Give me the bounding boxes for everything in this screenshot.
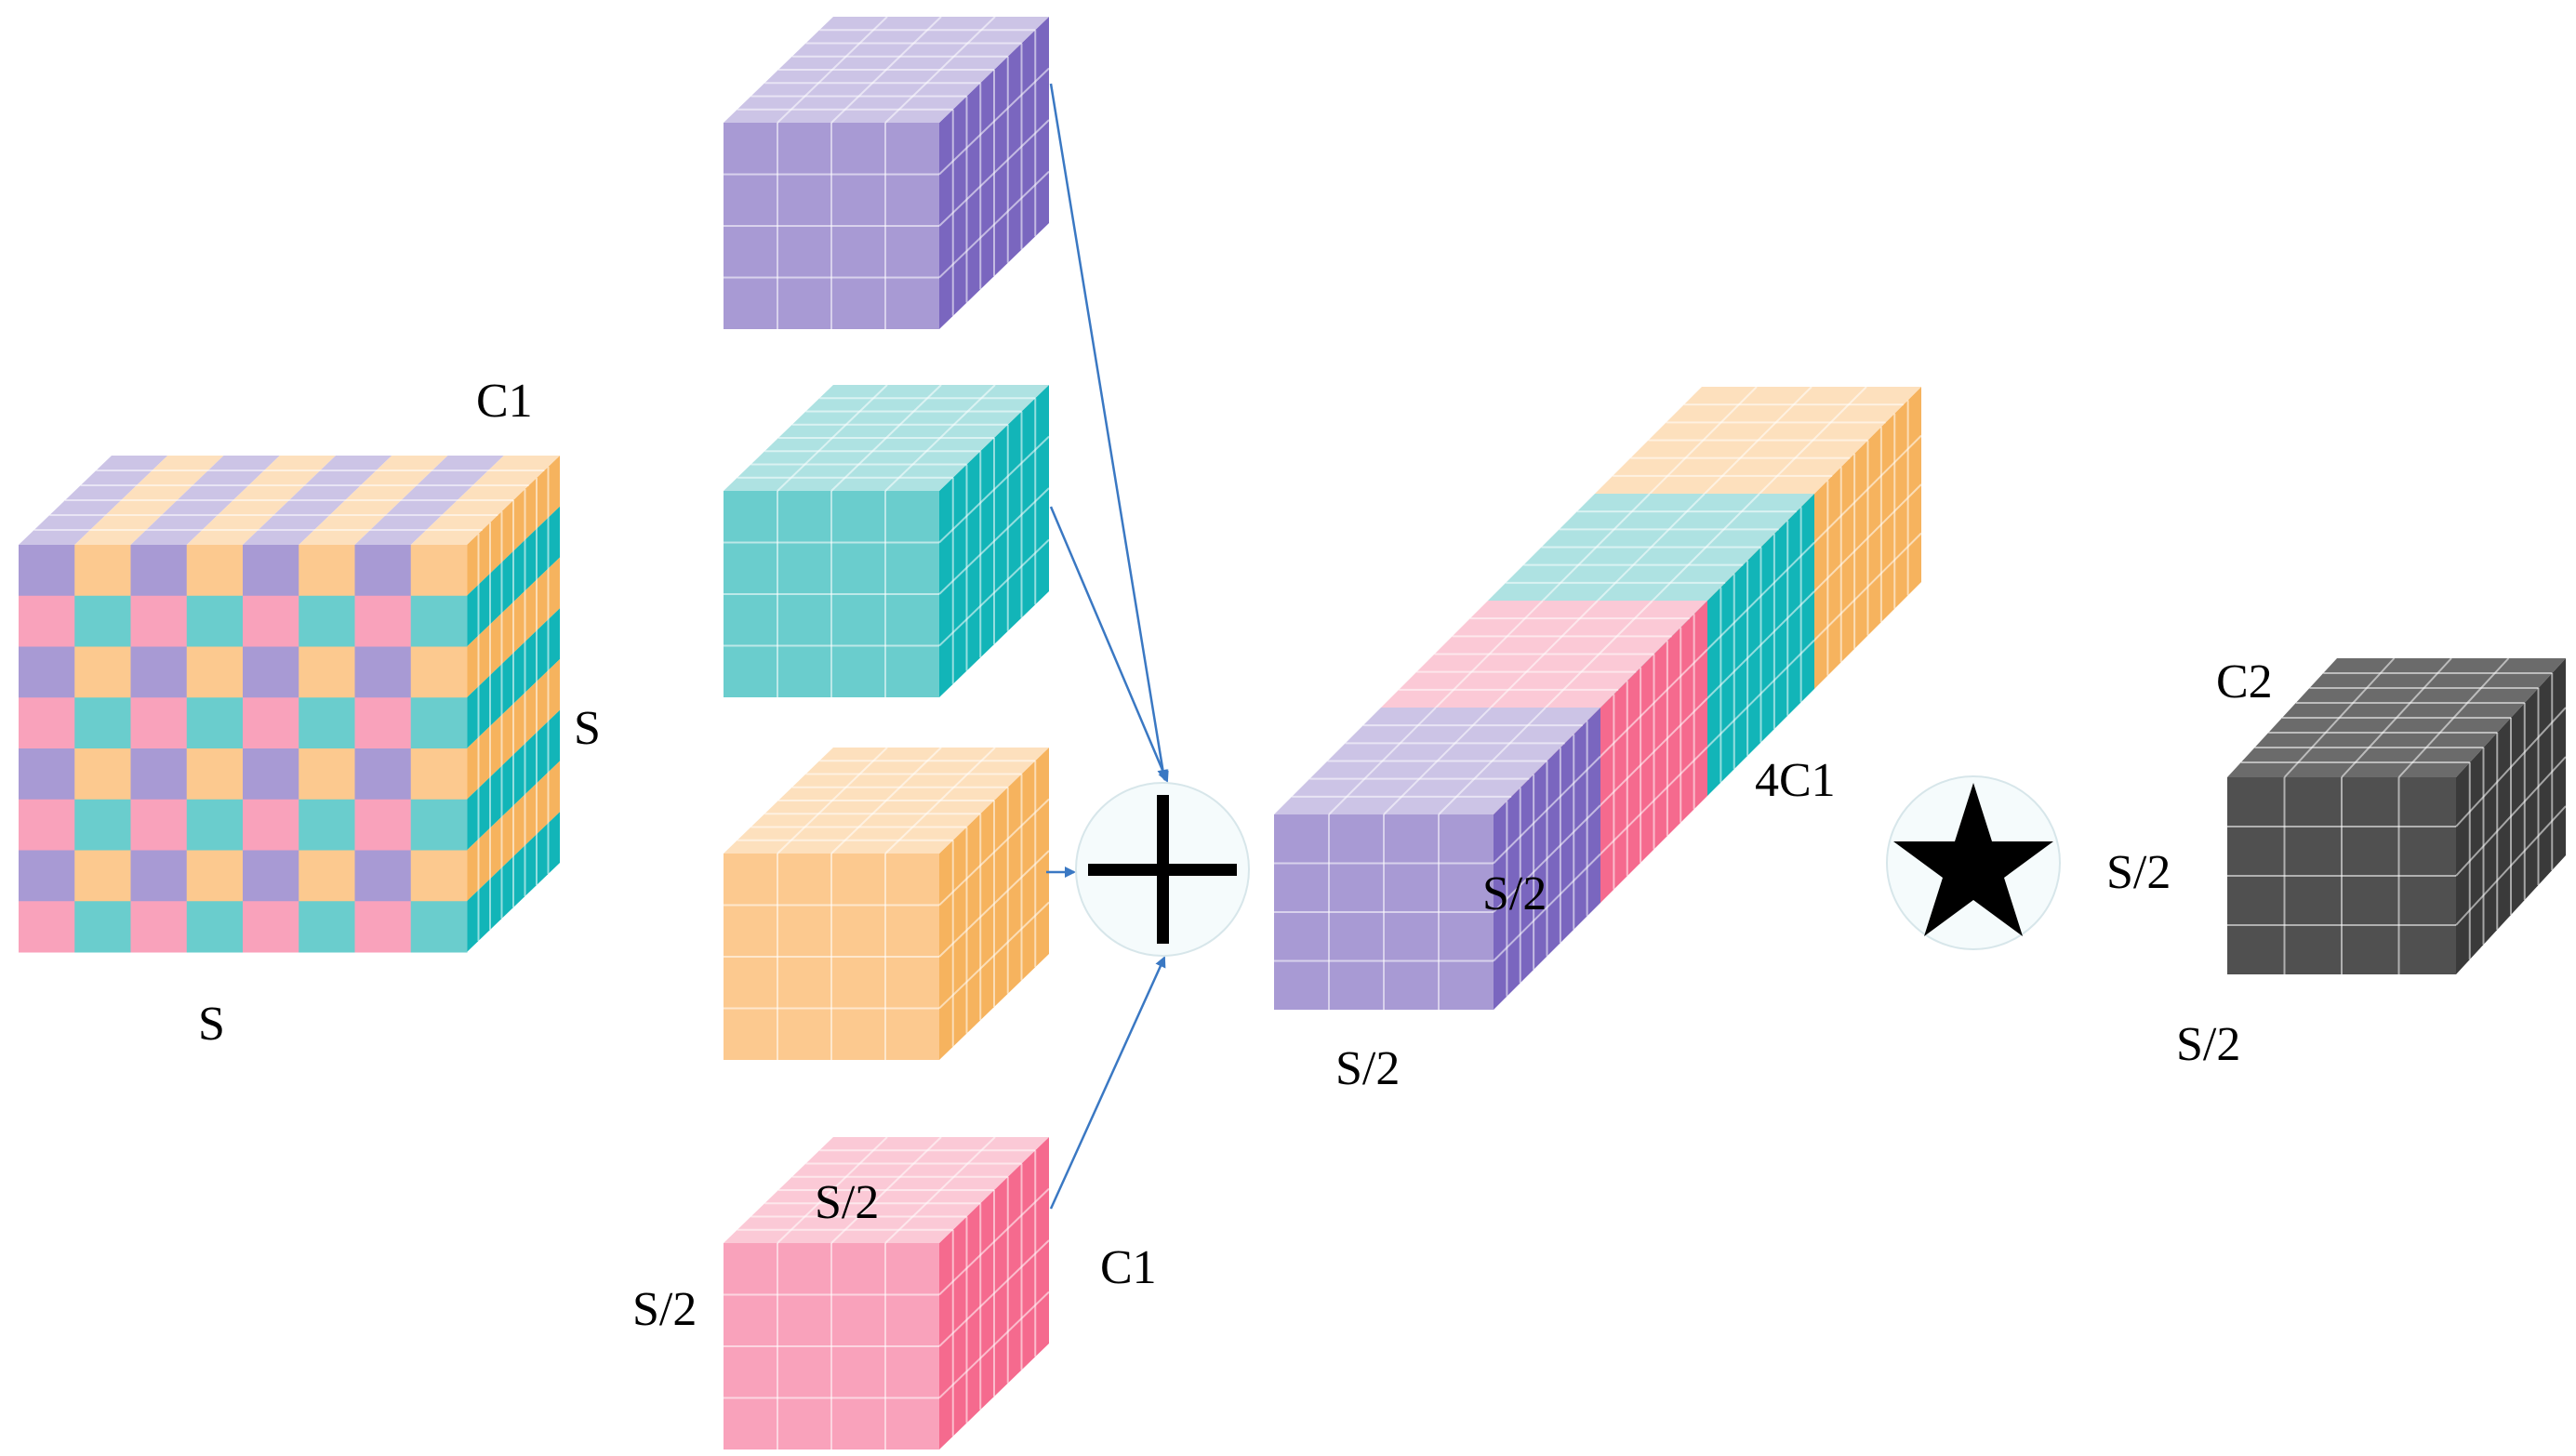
slice-height-label: S/2 (632, 1283, 697, 1336)
concat-segment-purple (1274, 707, 1601, 1010)
checker-cell (19, 646, 75, 698)
checker-cell (243, 901, 299, 953)
checker-cell (299, 646, 355, 698)
checker-cell (186, 646, 244, 698)
checker-cell (186, 697, 244, 749)
arrow-purple-to-add (1049, 83, 1169, 781)
checker-cell (410, 646, 468, 698)
checker-cell (130, 545, 188, 597)
slice-cube-purple (724, 16, 1050, 329)
checker-cell (354, 748, 412, 801)
checker-cell (410, 850, 468, 902)
checker-cell (410, 901, 468, 953)
checker-cell (299, 595, 355, 647)
checker-cell (74, 646, 131, 698)
star-icon (1893, 783, 2053, 936)
checker-cell (354, 901, 412, 953)
input-width-label: S (198, 998, 225, 1051)
input-feature-cube (19, 456, 560, 953)
concat-channels-label: 4C1 (1755, 754, 1836, 807)
checker-cell (243, 850, 299, 902)
output-width-label: S/2 (2176, 1018, 2240, 1071)
checker-cell (243, 545, 299, 597)
slice-cube-teal (724, 384, 1050, 697)
checker-cell (186, 595, 244, 647)
checker-cell (410, 697, 468, 749)
checker-cell (74, 595, 131, 647)
checker-cell (299, 748, 355, 801)
arrow-teal-to-add (1049, 506, 1169, 783)
checker-cell (186, 545, 244, 597)
checker-cell (19, 799, 75, 851)
checker-cell (186, 850, 244, 902)
checker-cell (354, 799, 412, 851)
checker-cell (19, 748, 75, 801)
concat-width-label: S/2 (1335, 1042, 1400, 1095)
checker-cell (299, 850, 355, 902)
input-height-label: S (574, 702, 601, 755)
checker-cell (354, 545, 412, 597)
output-height-label: S/2 (2106, 846, 2171, 899)
checker-cell (410, 545, 468, 597)
plus-icon (1088, 795, 1237, 944)
concatenated-block (1274, 386, 1922, 1010)
checker-cell (19, 697, 75, 749)
checker-cell (243, 799, 299, 851)
checker-cell (299, 545, 355, 597)
checker-cell (354, 595, 412, 647)
checker-cell (186, 748, 244, 801)
checker-cell (130, 748, 188, 801)
checker-cell (74, 850, 131, 902)
checker-cell (354, 850, 412, 902)
checker-cell (130, 595, 188, 647)
checker-cell (410, 748, 468, 801)
checker-cell (130, 850, 188, 902)
checker-cell (243, 646, 299, 698)
slice-channels-label: C1 (1100, 1241, 1157, 1294)
checker-cell (243, 697, 299, 749)
input-channels-label: C1 (476, 375, 533, 428)
slice-width-label: S/2 (815, 1176, 879, 1229)
checker-cell (186, 799, 244, 851)
arrow-pink-to-add (1049, 956, 1166, 1210)
checker-cell (130, 697, 188, 749)
checker-cell (74, 545, 131, 597)
output-channels-label: C2 (2216, 655, 2273, 708)
checker-cell (130, 646, 188, 698)
arrows (1046, 83, 1169, 1210)
checker-cell (74, 901, 131, 953)
checker-cell (243, 595, 299, 647)
checker-cell (299, 799, 355, 851)
checker-cell (354, 646, 412, 698)
checker-cell (354, 697, 412, 749)
checker-cell (74, 697, 131, 749)
checker-cell (74, 799, 131, 851)
checker-cell (130, 901, 188, 953)
checker-cell (19, 850, 75, 902)
checker-cell (243, 748, 299, 801)
checker-cell (299, 697, 355, 749)
checker-cell (410, 799, 468, 851)
checker-cell (186, 901, 244, 953)
conv-operator (1886, 775, 2061, 950)
checker-cell (74, 748, 131, 801)
checker-cell (19, 901, 75, 953)
slice-cube-orange (724, 747, 1050, 1060)
checker-cell (19, 595, 75, 647)
add-operator (1075, 782, 1250, 957)
concat-height-label: S/2 (1482, 867, 1547, 920)
slice-cube-pink (724, 1136, 1050, 1449)
checker-cell (299, 901, 355, 953)
checker-cell (410, 595, 468, 647)
output-feature-cube (2227, 657, 2567, 974)
checker-cell (130, 799, 188, 851)
checker-cell (19, 545, 75, 597)
